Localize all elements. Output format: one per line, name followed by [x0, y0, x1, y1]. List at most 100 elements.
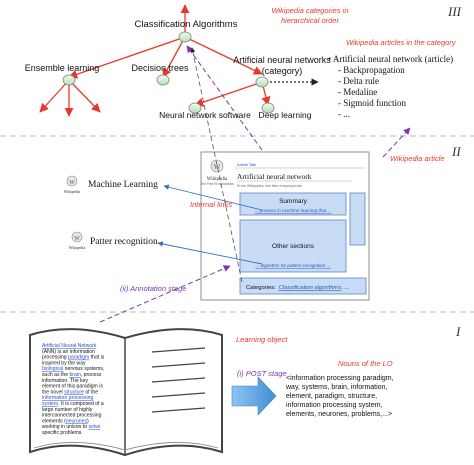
book-text-span: the novel — [42, 389, 64, 395]
book-text-link[interactable]: solve — [88, 424, 100, 430]
annotation-post-stage: (i) POST stage — [237, 369, 287, 378]
annotation-learning-object: Learning object — [236, 335, 288, 344]
wiki-article-title: Artificial neural network — [237, 172, 312, 181]
wiki-categories-link[interactable]: Classification algorithms — [279, 285, 342, 291]
stage-label-i: I — [455, 324, 461, 339]
book-right-page-line — [151, 362, 206, 368]
linked-page-label: Patter recognition — [90, 237, 158, 247]
tree-node-ensemble — [62, 74, 76, 86]
book-text-span: element of this paradigm is — [42, 384, 103, 390]
book-text-span: such as the — [42, 372, 69, 378]
book-text-line: large number of highly — [42, 407, 93, 413]
linked-page-machine-learning: W Wikipedia Machine Learning — [64, 175, 158, 194]
wiki-other-link: ... algorithm for pattern recognition ..… — [255, 263, 330, 268]
wiki-logo-text: Wikipedia — [207, 177, 228, 182]
article-list-item: • Artificial neural network (article) — [328, 54, 453, 64]
book-text-link[interactable]: structure — [64, 389, 84, 395]
tree-edge — [68, 79, 101, 113]
book-text-span: inspired by the way — [42, 360, 86, 366]
wiki-tabs: Article Talk — [237, 162, 256, 167]
tree-edge — [194, 81, 263, 107]
book-right-page-line — [151, 392, 206, 398]
book-text-line: biological nervous systems, — [42, 366, 104, 372]
wikipedia-globe-glyph: W — [69, 180, 75, 186]
wiki-categories-prefix: Categories: — [246, 285, 276, 291]
tree-label-decision: Decision trees — [131, 63, 189, 73]
tree-node-ann — [255, 76, 269, 88]
book-text-line: processing paradigm that is — [42, 355, 105, 361]
wikipedia-globe-icon — [71, 231, 83, 243]
annotation-wiki-categories-line2: hierarchical order — [281, 16, 339, 25]
nouns-line: elements, neurones, problems,...> — [286, 411, 392, 418]
book-text-link[interactable]: Artificial Neural Network — [42, 343, 97, 349]
annotation-annotation-stage: (ii) Annotation stage — [120, 284, 186, 293]
book-right-page-line — [151, 407, 206, 413]
category-tree: Classification Algorithms Ensemble learn… — [25, 4, 331, 120]
book-right-page-line — [151, 347, 206, 353]
book-text-line: the novel structure of the — [42, 389, 98, 395]
wiki-summary-box — [239, 192, 347, 216]
book-right-page-line — [151, 377, 206, 383]
wiki-categories-bar — [239, 277, 367, 295]
book-text-line: information. The key — [42, 378, 89, 384]
book-text-link[interactable]: brain — [69, 372, 80, 378]
post-stage-arrow — [231, 376, 277, 416]
wikipedia-page: W Wikipedia The Free Encyclopedia Articl… — [200, 151, 370, 301]
stage-label-iii: III — [447, 4, 462, 19]
internal-link-arrow — [157, 241, 263, 265]
book-text-span: processing — [42, 355, 68, 361]
annotation-internal-links: Internal links — [190, 200, 232, 209]
book-text-span: large number of highly — [42, 407, 93, 413]
article-list-item: - Sigmoid function — [338, 98, 406, 108]
wiki-categories-suffix: , ... — [341, 285, 349, 291]
book-page-edge — [33, 442, 219, 451]
nouns-line: way, systems, brain, information, — [285, 384, 387, 391]
annotation-wiki-article: Wikipedia article — [390, 154, 445, 163]
linked-page-pattern-recognition: W Wikipedia Patter recognition — [69, 231, 158, 250]
book-text-link[interactable]: system — [42, 401, 58, 407]
nouns-list: <information processing paradigm, way, s… — [285, 375, 394, 418]
book-cover — [29, 328, 223, 457]
tree-label-ann-line1: Artificial neural networks — [233, 55, 331, 65]
tree-label-deep: Deep learning — [259, 110, 312, 120]
nouns-line: element, paradigm, structure, — [286, 393, 377, 400]
nouns-line: information processing system, — [286, 402, 383, 409]
wikipedia-globe-icon — [210, 159, 224, 173]
book-text-span: . It is composed of a — [58, 401, 104, 407]
wiki-other-sections-label: Other sections — [272, 243, 315, 250]
book-text-line: system. It is composed of a — [42, 401, 104, 407]
tree-edge — [39, 79, 70, 113]
book-text-link[interactable]: information processing — [42, 395, 93, 401]
book-text-link[interactable]: biological — [42, 366, 63, 372]
tree-node-nn-software — [188, 102, 202, 114]
article-list-item: - Delta rule — [338, 76, 379, 86]
wikipedia-globe-icon — [66, 175, 78, 187]
nouns-line: <information processing paradigm, — [286, 375, 394, 382]
annotation-wiki-articles-in-category: Wikipedia articles in the category — [346, 38, 457, 47]
book-text-line: specific problems. — [42, 430, 83, 436]
book-text-span: ) — [87, 418, 89, 424]
wikipedia-globe-glyph: W — [214, 163, 221, 171]
book-text-line: information processing — [42, 395, 93, 401]
book-text-link[interactable]: paradigm — [68, 355, 89, 361]
book-text-line: Artificial Neural Network — [42, 343, 97, 349]
article-list: • Artificial neural network (article) - … — [328, 54, 453, 119]
article-list-item: - Backpropagation — [338, 65, 405, 75]
book-text-span: information. The key — [42, 378, 89, 384]
tree-label-ensemble: Ensemble learning — [25, 63, 100, 73]
book-left-page-text: Artificial Neural Network(ANN) is an inf… — [42, 343, 105, 436]
book-text-line: (ANN) is an information — [42, 349, 95, 355]
book-text-line: working in unison to solve — [42, 424, 100, 430]
wiki-summary-label: Summary — [279, 198, 308, 205]
book-text-link[interactable]: neurones — [66, 418, 88, 424]
book-text-span: interconnected processing — [42, 413, 102, 419]
tree-label-nn-software: Neural network software — [159, 110, 251, 120]
book-text-line: such as the brain, process — [42, 372, 102, 378]
tree-edge — [68, 36, 186, 79]
book-text-line: interconnected processing — [42, 413, 102, 419]
book-text-span: specific problems. — [42, 430, 83, 436]
tree-edge — [162, 36, 186, 78]
book-text-span: working in unison to — [42, 424, 88, 430]
learning-object-book — [29, 328, 223, 457]
